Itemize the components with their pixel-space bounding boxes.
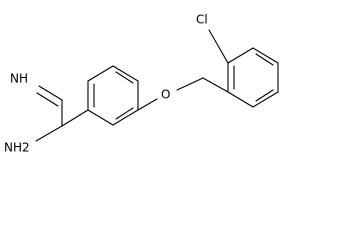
structure-diagram: Cl O NH NH2 [4,13,279,155]
ring-bond [227,91,254,108]
amine-label: NH2 [4,141,30,155]
ring-bond [87,109,114,126]
ether-linkage [137,77,229,111]
ring-bond [112,109,139,126]
benzene-ring-left [87,65,139,126]
oxygen-methylene-bond [176,77,204,91]
ring-bond [252,91,279,108]
oxygen-label: O [161,88,170,102]
ring-bond [227,47,254,64]
aryl-oxygen-bond [137,98,158,111]
ring-inner-double-bond [115,107,134,120]
ring-bond [112,65,139,82]
amine-bond-2 [35,125,63,142]
ring-bond [252,47,279,64]
imine-double-bond-outer [38,85,63,101]
ring-inner-double-bond [255,89,274,102]
amidine-ring-bond [61,109,89,127]
ring-inner-double-bond [115,71,134,84]
imine-label: NH [10,72,28,86]
benzene-ring-right [227,47,279,108]
methylene-ring-bond [202,77,229,93]
imine-double-bond-inner [36,92,59,107]
amidine-group [35,85,89,142]
ring-bond [87,65,114,82]
chlorine-bond [208,29,229,64]
chlorine-label: Cl [196,13,208,27]
ring-inner-double-bond [255,53,274,66]
